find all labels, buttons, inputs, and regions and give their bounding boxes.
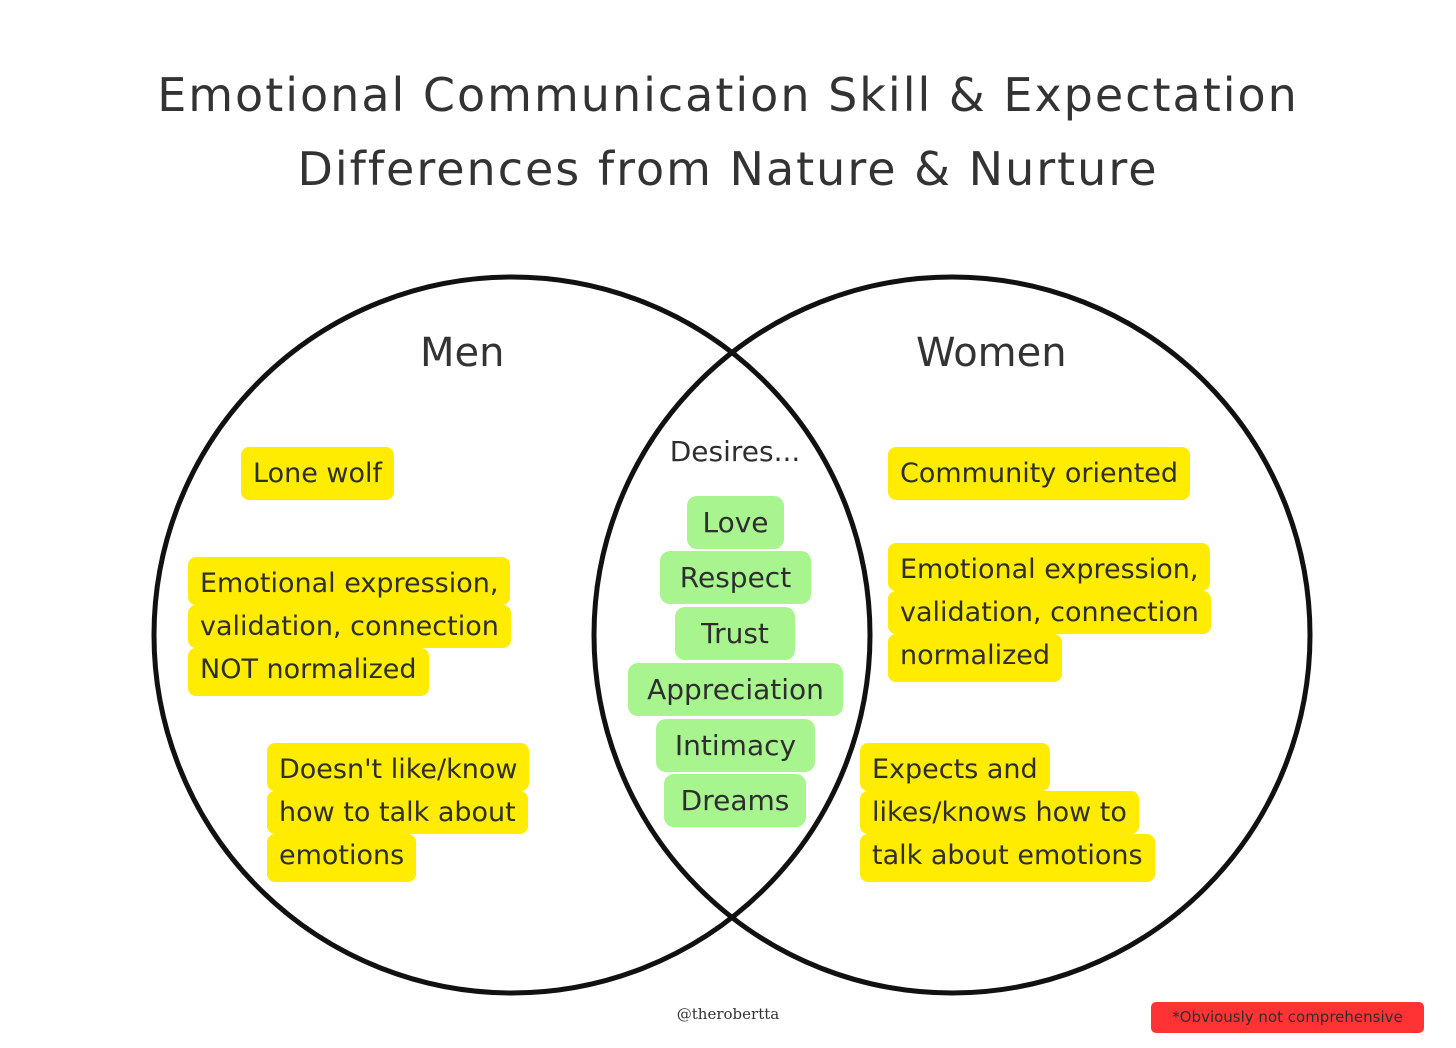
trait-line: Expects and xyxy=(860,743,1050,791)
trait-line: validation, connection xyxy=(188,605,511,648)
trait-line: Emotional expression, xyxy=(888,543,1211,591)
women-trait: Expects and likes/knows how to talk abou… xyxy=(860,743,1155,882)
shared-item: Intimacy xyxy=(656,719,815,772)
shared-item: Appreciation xyxy=(628,663,843,716)
trait-line: Lone wolf xyxy=(241,447,395,500)
men-trait: Emotional expression, validation, connec… xyxy=(188,557,511,696)
shared-item: Love xyxy=(687,496,784,549)
trait-line: emotions xyxy=(267,834,417,882)
shared-item: Respect xyxy=(660,551,811,604)
shared-item: Trust xyxy=(675,607,795,660)
title-line-2: Differences from Nature & Nurture xyxy=(297,142,1159,196)
disclaimer-note: *Obviously not comprehensive xyxy=(1151,1002,1424,1033)
trait-line: talk about emotions xyxy=(860,834,1155,882)
author-credit: @therobertta xyxy=(676,1005,780,1023)
trait-line: normalized xyxy=(888,634,1063,682)
men-label: Men xyxy=(420,330,505,376)
shared-heading: Desires... xyxy=(669,435,801,468)
trait-line: likes/knows how to xyxy=(860,791,1139,834)
men-trait: Doesn't like/know how to talk about emot… xyxy=(267,743,530,882)
trait-line: NOT normalized xyxy=(188,648,429,696)
women-trait: Community oriented xyxy=(888,447,1191,500)
trait-line: Doesn't like/know xyxy=(267,743,530,791)
men-circle xyxy=(151,274,873,996)
women-trait: Emotional expression, validation, connec… xyxy=(888,543,1211,682)
women-label: Women xyxy=(916,330,1067,376)
women-circle xyxy=(591,274,1313,996)
trait-line: Emotional expression, xyxy=(188,557,511,605)
title-line-1: Emotional Communication Skill & Expectat… xyxy=(157,68,1299,122)
shared-item: Dreams xyxy=(664,774,806,827)
trait-line: validation, connection xyxy=(888,591,1211,634)
men-trait: Lone wolf xyxy=(241,447,395,500)
trait-line: Community oriented xyxy=(888,447,1191,500)
trait-line: how to talk about xyxy=(267,791,528,834)
